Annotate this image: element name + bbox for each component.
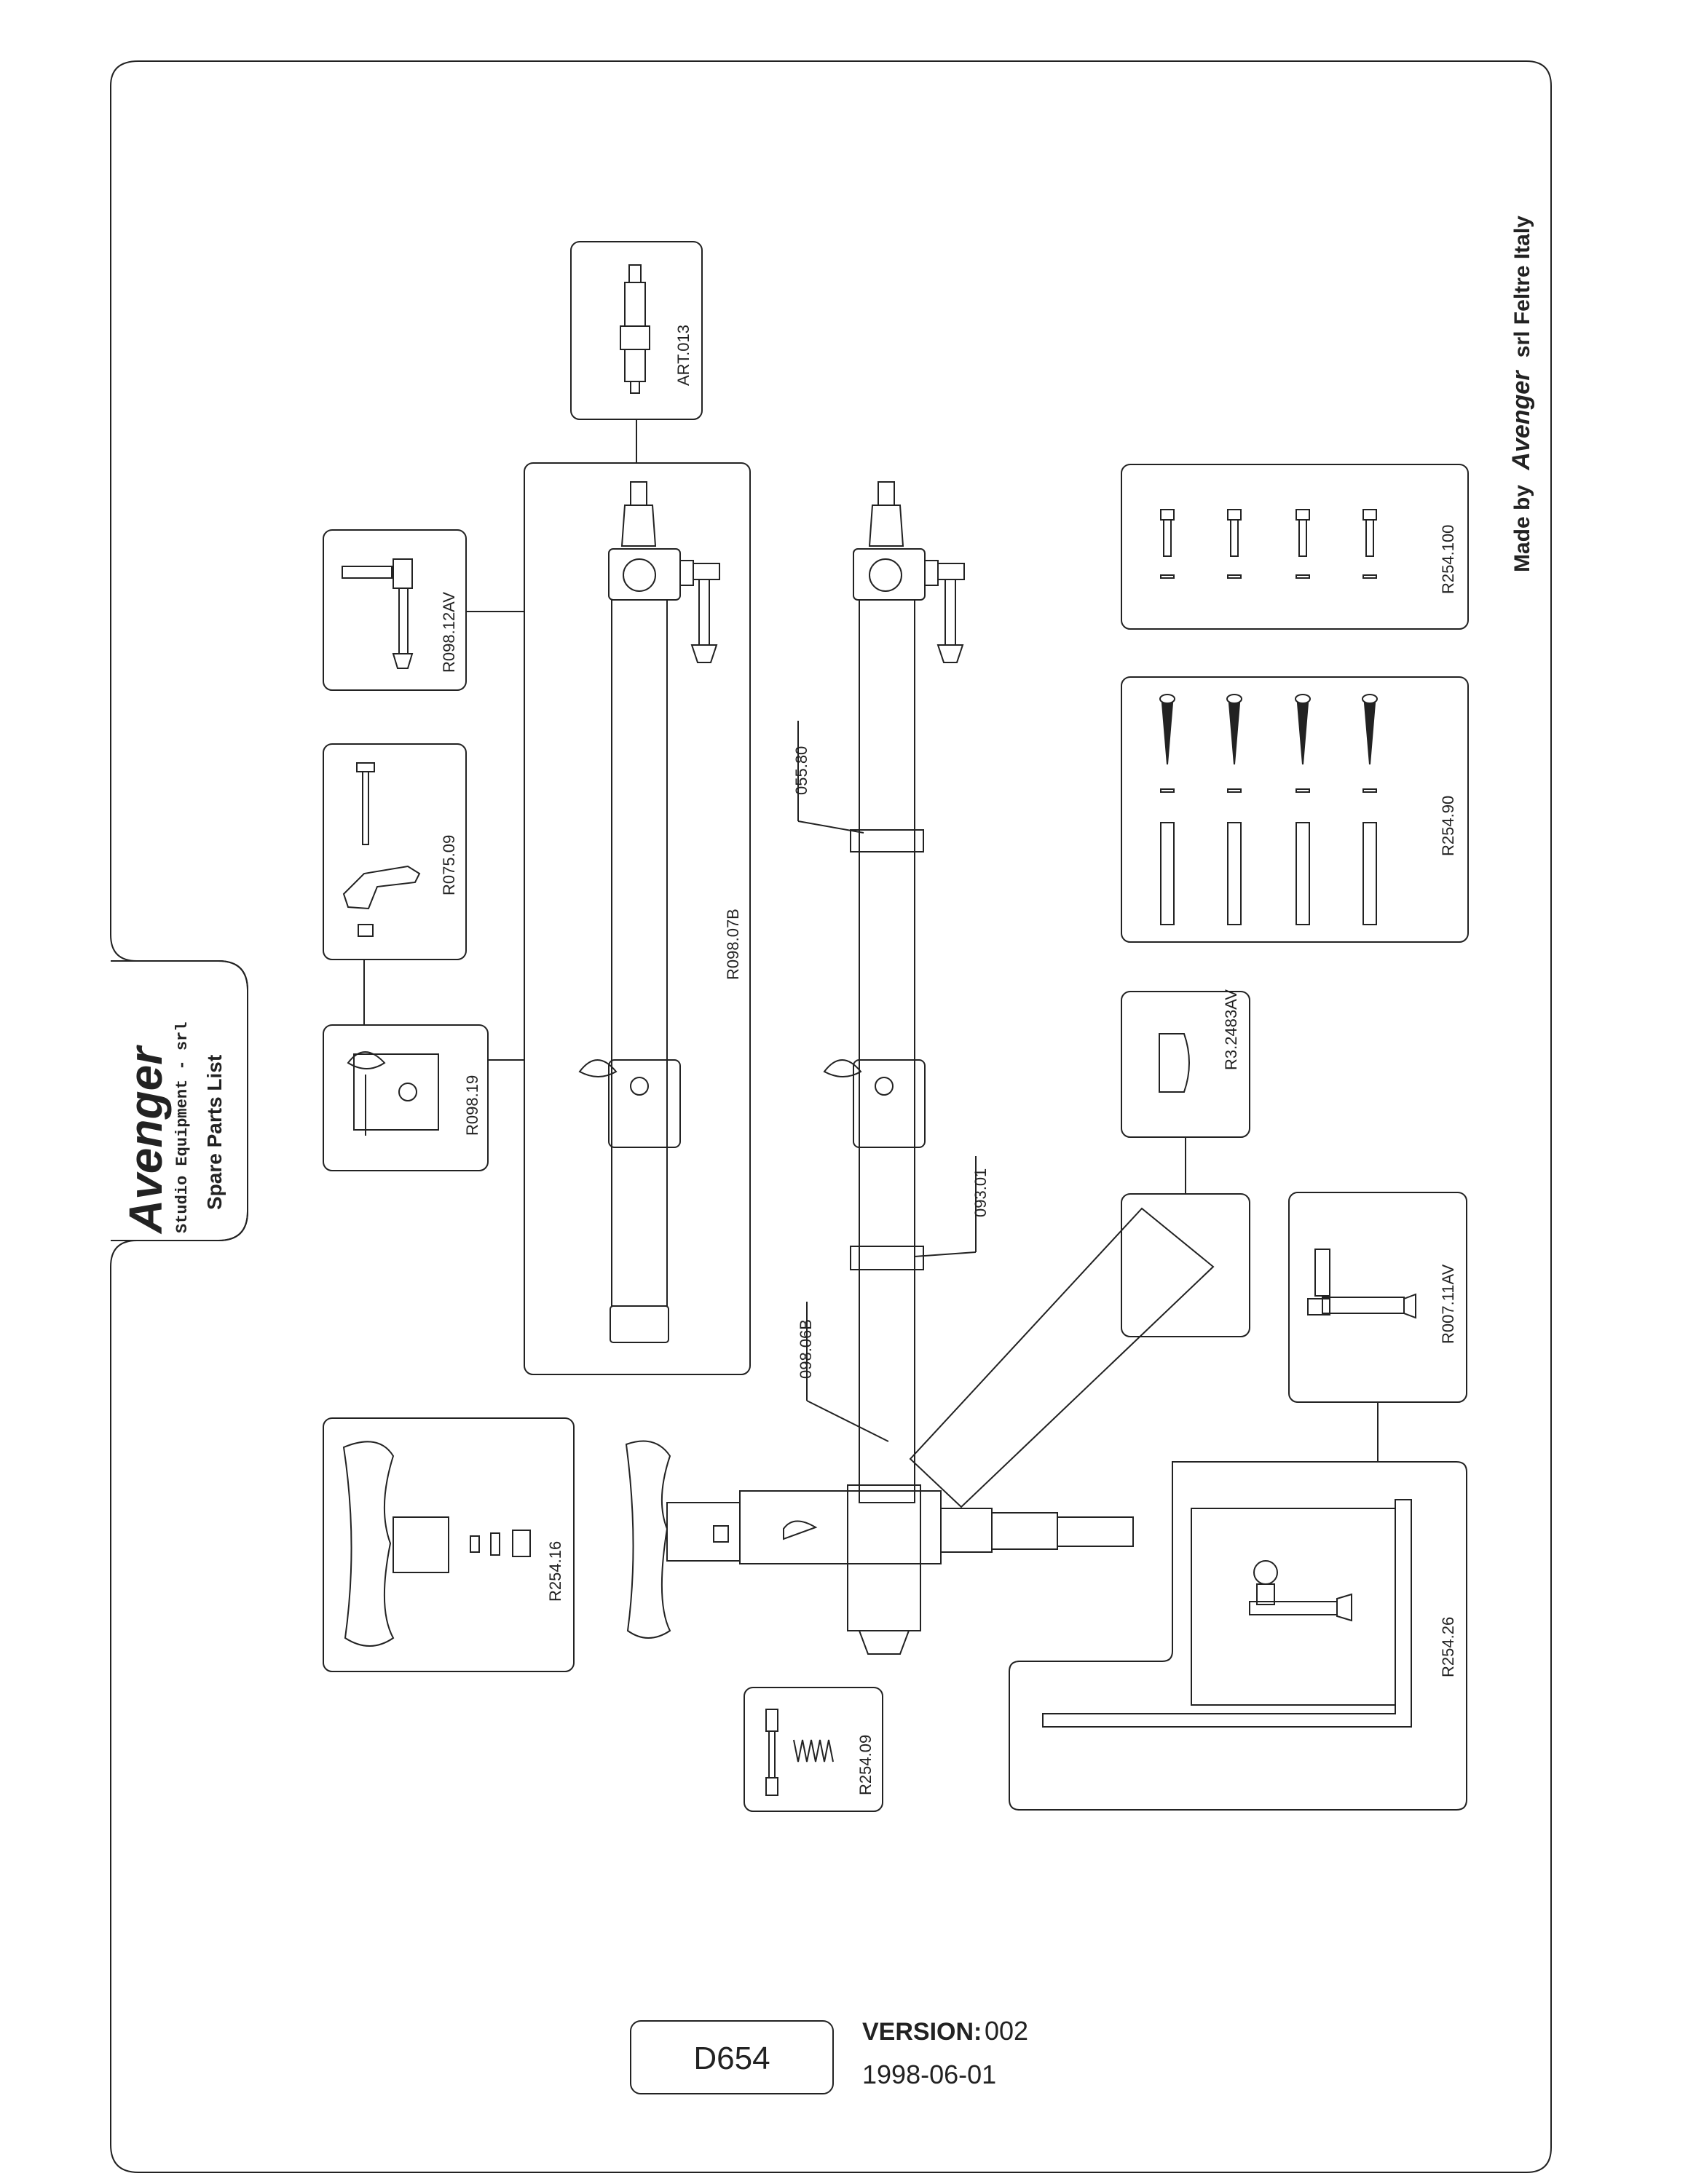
part-box-r25490 bbox=[1121, 676, 1469, 943]
brand-subtitle: Studio Equipment - srl bbox=[173, 1022, 192, 1233]
maker-brand: Avenger bbox=[1507, 370, 1535, 471]
label-r32483av: R3.2483AV bbox=[1222, 989, 1240, 1070]
label-r25490: R254.90 bbox=[1439, 796, 1457, 856]
label-05580: 055.80 bbox=[792, 746, 811, 795]
part-box-r09819 bbox=[323, 1024, 524, 1171]
label-r25409: R254.09 bbox=[856, 1735, 875, 1795]
part-box-art013 bbox=[570, 241, 703, 463]
part-box-r32483av bbox=[1121, 991, 1250, 1194]
wood-screw bbox=[1226, 694, 1242, 925]
version-value: 002 bbox=[985, 2016, 1028, 2046]
part-box-r25416 bbox=[323, 1417, 575, 1672]
label-r09812av: R098.12AV bbox=[440, 592, 458, 673]
made-by-prefix: Made by bbox=[1510, 485, 1534, 572]
part-box-r09807b bbox=[524, 462, 751, 1375]
maker-suffix: srl Feltre Italy bbox=[1510, 215, 1534, 357]
label-r00711av: R007.11AV bbox=[1439, 1264, 1457, 1344]
label-r25426: R254.26 bbox=[1439, 1617, 1457, 1677]
label-r254100: R254.100 bbox=[1439, 525, 1457, 594]
version-label: VERSION: bbox=[862, 2018, 982, 2046]
wood-screw bbox=[1295, 694, 1311, 925]
document-code: D654 bbox=[693, 2041, 770, 2076]
part-box-r07509 bbox=[323, 743, 467, 1025]
label-art013: ART.013 bbox=[674, 325, 693, 386]
part-box-r09812av bbox=[323, 529, 524, 691]
callout-leaders bbox=[797, 721, 977, 1442]
label-09301: 093.01 bbox=[971, 1168, 990, 1217]
label-r25416: R254.16 bbox=[546, 1541, 564, 1602]
made-by-text: Made by Avenger srl Feltre Italy bbox=[1507, 215, 1535, 572]
document-code-box bbox=[630, 2020, 834, 2094]
label-r09807b: R098.07B bbox=[724, 909, 742, 980]
part-box-r25409 bbox=[744, 1687, 883, 1812]
logo-tab bbox=[111, 960, 248, 1241]
part-box-r25426 bbox=[1009, 1461, 1467, 1811]
label-r07509: R075.09 bbox=[440, 835, 458, 895]
part-box-r00711av bbox=[1288, 1192, 1467, 1462]
spare-parts-title: Spare Parts List bbox=[203, 1055, 226, 1210]
label-09806b: 098.06B bbox=[797, 1319, 815, 1379]
assembled-stand-drawing bbox=[625, 481, 1215, 1655]
document-date: 1998-06-01 bbox=[862, 2060, 996, 2089]
brand-logo: Avenger bbox=[119, 1045, 172, 1235]
part-box-angled-tube bbox=[1121, 1193, 1250, 1337]
label-r09819: R098.19 bbox=[463, 1075, 481, 1136]
wood-screw bbox=[1362, 694, 1378, 925]
part-box-r254100 bbox=[1121, 464, 1469, 630]
wood-screw bbox=[1159, 694, 1175, 925]
sheet-frame bbox=[110, 60, 1552, 2173]
